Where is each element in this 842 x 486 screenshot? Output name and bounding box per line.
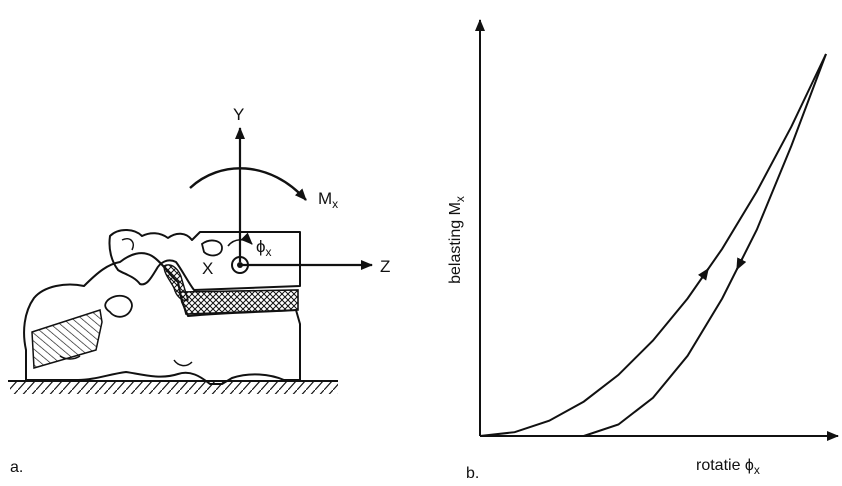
lower-vertebra xyxy=(23,252,301,385)
upper-vertebra-hole xyxy=(200,239,223,257)
ligament xyxy=(31,309,103,369)
ground-hatching xyxy=(10,382,338,394)
unloading-curve xyxy=(583,53,827,437)
panel-b-label: b. xyxy=(466,465,479,482)
coordinate-system: Y Z X ϕx Mx xyxy=(189,105,390,278)
graph-x-label: rotatie ϕx xyxy=(696,457,760,477)
rotation-label: ϕx xyxy=(256,237,272,259)
y-axis-label: Y xyxy=(233,105,244,124)
rotation-arrow xyxy=(227,232,253,247)
graph-y-label: belasting Mx xyxy=(447,196,467,284)
x-axis-circle xyxy=(231,256,249,274)
x-axis-label: X xyxy=(202,259,213,278)
moment-label: Mx xyxy=(318,189,338,211)
loading-curve xyxy=(479,53,827,437)
upper-vertebra-notch xyxy=(121,238,134,251)
intervertebral-disc xyxy=(178,289,299,315)
z-axis-label: Z xyxy=(380,257,390,276)
facet-joint xyxy=(163,264,189,302)
hysteresis-graph: belasting Mx rotatie ϕx xyxy=(447,19,839,477)
lower-vertebra-detail xyxy=(59,355,193,367)
panel-a-label: a. xyxy=(10,459,23,476)
moment-arrow xyxy=(189,167,307,201)
unloading-direction-arrow xyxy=(735,257,747,271)
upper-vertebra xyxy=(108,229,301,291)
vertebra-illustration xyxy=(8,229,338,394)
lower-vertebra-hole xyxy=(104,294,133,318)
loading-direction-arrow xyxy=(697,267,710,281)
x-axis-dot xyxy=(237,262,243,268)
